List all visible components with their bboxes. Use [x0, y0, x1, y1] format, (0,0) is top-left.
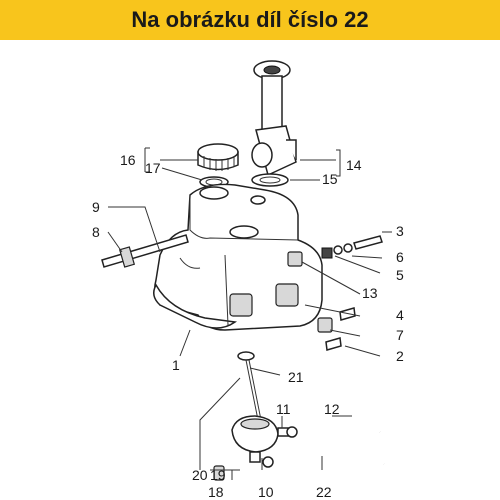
callout-16: 16	[120, 152, 136, 168]
fuel-tank-icon	[153, 183, 323, 331]
title-banner: Na obrázku díl číslo 22	[0, 0, 500, 40]
callout-5: 5	[396, 267, 404, 283]
leader-lines	[107, 147, 392, 480]
callout-21: 21	[288, 369, 304, 385]
fuel-tap-icon	[213, 351, 293, 481]
callout-22: 22	[316, 484, 332, 500]
callout-10: 10	[258, 484, 274, 500]
callout-9: 9	[92, 199, 100, 215]
callout-15: 15	[322, 171, 338, 187]
callout-17: 17	[145, 160, 161, 176]
callout-labels: 16 17 14 15 9 8 3 6 5 13 4 7 2 1 21 11 1…	[92, 152, 404, 500]
page-title: Na obrázku díl číslo 22	[131, 7, 369, 32]
callout-1: 1	[172, 357, 180, 373]
fuel-cap-icon	[197, 143, 239, 188]
callout-7: 7	[396, 327, 404, 343]
hose-icon	[262, 423, 385, 468]
callout-14: 14	[346, 157, 362, 173]
callout-2: 2	[396, 348, 404, 364]
fuel-gauge-icon	[251, 60, 297, 177]
screw-icon	[287, 235, 383, 351]
breather-pipe-icon	[101, 234, 189, 268]
callout-13: 13	[362, 285, 378, 301]
callout-8: 8	[92, 224, 100, 240]
callout-3: 3	[396, 223, 404, 239]
callout-18: 18	[208, 484, 224, 500]
callout-20: 20	[192, 467, 208, 483]
callout-6: 6	[396, 249, 404, 265]
mount-bracket-icon	[229, 293, 253, 317]
callout-4: 4	[396, 307, 404, 323]
callout-11: 11	[276, 401, 291, 417]
callout-12: 12	[324, 401, 340, 417]
gasket-15-icon	[251, 173, 289, 187]
callout-19: 19	[210, 467, 226, 483]
